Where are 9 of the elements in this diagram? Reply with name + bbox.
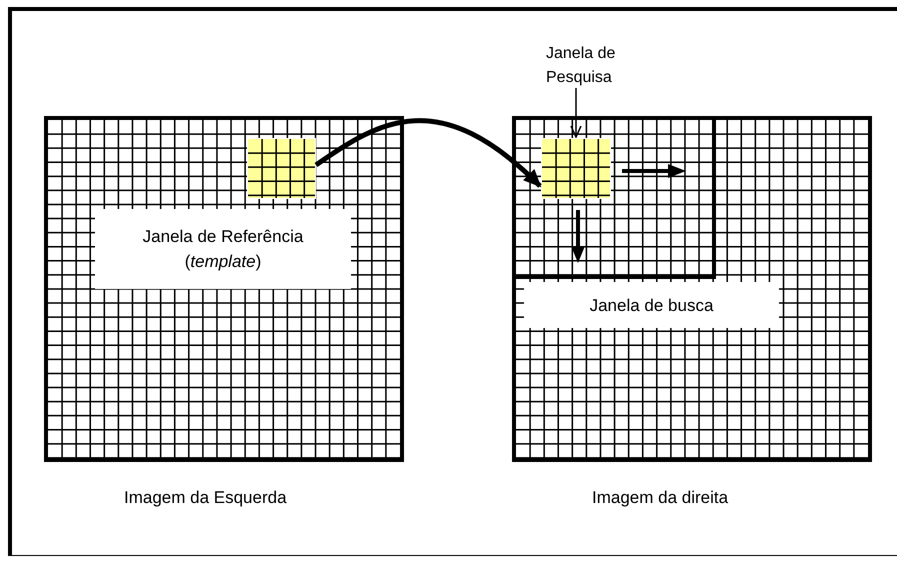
arrow xyxy=(570,88,582,138)
template-window xyxy=(247,138,316,199)
window-label: Janela de Referência (template) xyxy=(142,226,304,273)
window-caption: Janela de Pesquisa xyxy=(546,45,616,86)
window-label: Janela de busca xyxy=(590,294,714,316)
image-caption: Imagem da direita xyxy=(592,487,728,509)
search-window xyxy=(541,138,611,199)
image-caption: Imagem da Esquerda xyxy=(124,487,287,509)
arrow xyxy=(314,118,542,188)
